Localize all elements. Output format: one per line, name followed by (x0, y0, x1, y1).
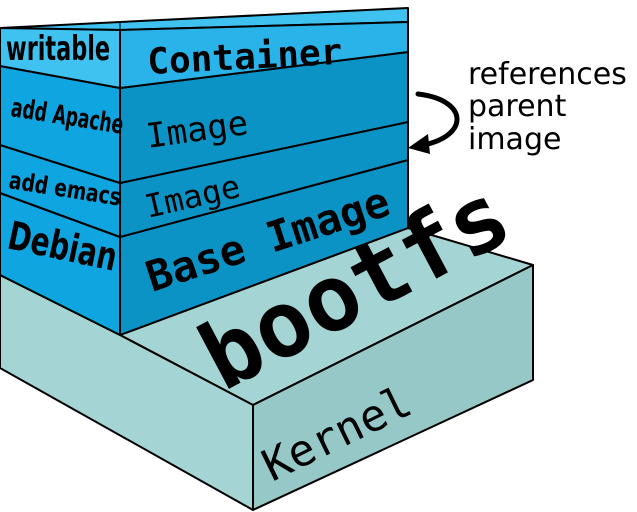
container-layer: writable Container (0, 7, 409, 89)
writable-side-label: writable (6, 28, 110, 68)
references-annotation: references parent image (408, 57, 627, 157)
kernel-right-face (252, 264, 534, 511)
apache-layer: add Apache Image (0, 51, 409, 184)
container-right-face (119, 21, 409, 89)
annotation-line-3: image (468, 122, 561, 157)
container-label: Container (146, 32, 343, 83)
annotation-line-1: references (468, 57, 627, 92)
curved-arrow-icon (415, 91, 460, 149)
annotation-line-2: parent (468, 89, 567, 124)
arrow-head-icon (408, 134, 430, 154)
